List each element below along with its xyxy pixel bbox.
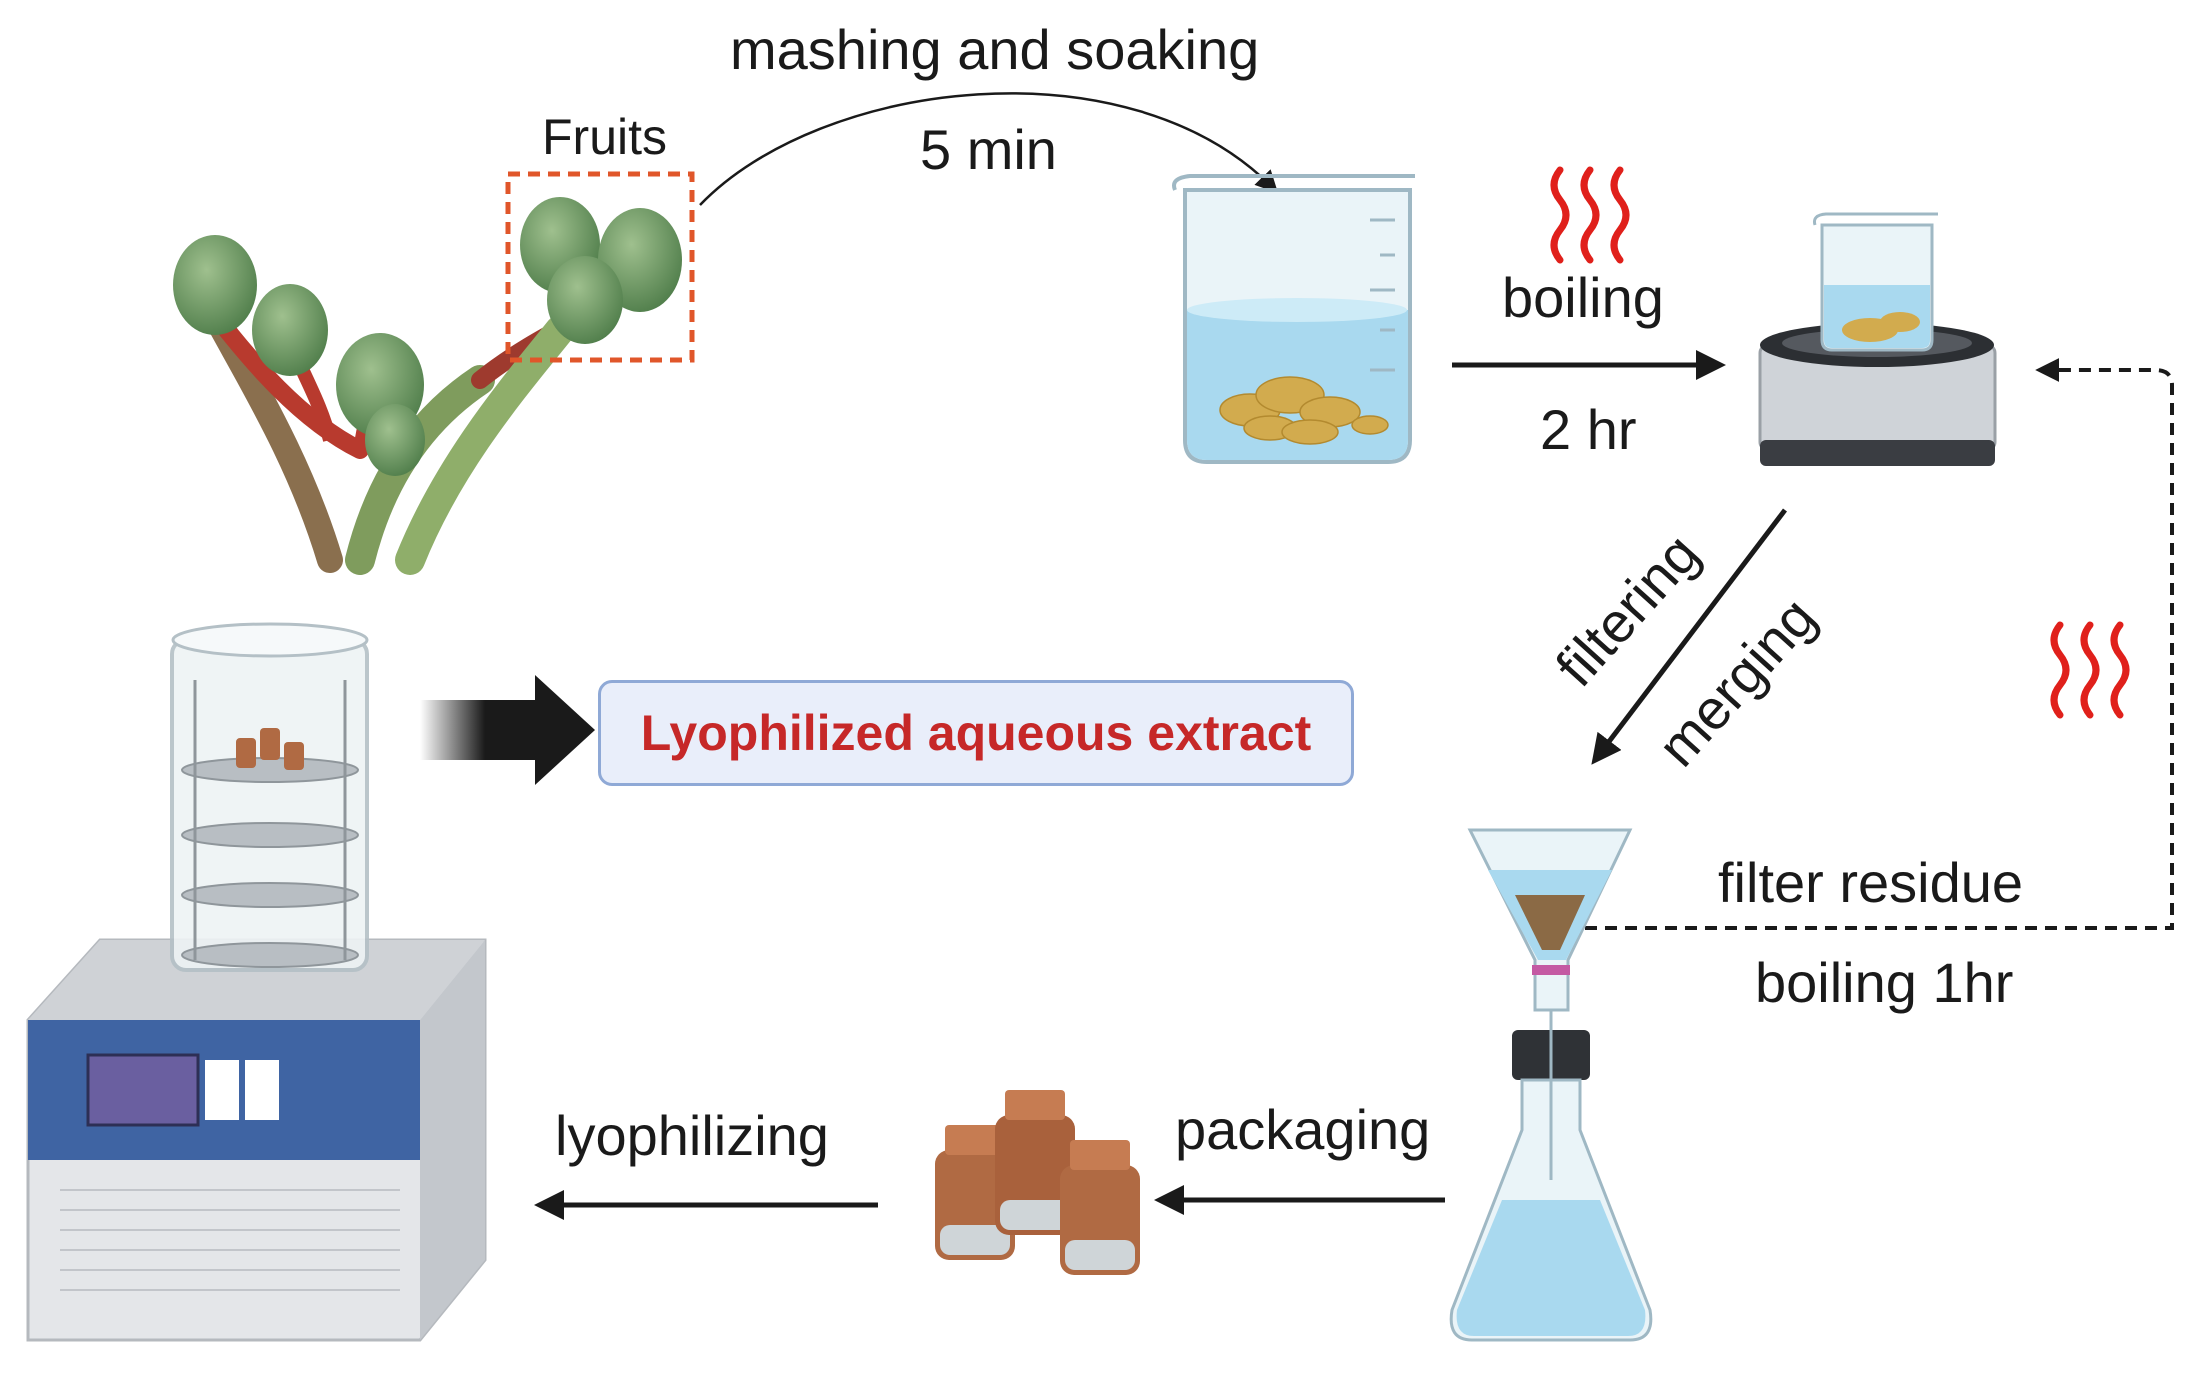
fruit-branch — [173, 197, 682, 575]
label-filter-residue: filter residue — [1718, 851, 2024, 914]
filtering-arrow — [1591, 508, 1787, 765]
result-box: Lyophilized aqueous extract — [598, 680, 1354, 786]
result-arrow — [420, 675, 595, 785]
label-fruits: Fruits — [542, 109, 667, 165]
label-packaging: packaging — [1175, 1098, 1431, 1161]
label-mashing-time: 5 min — [920, 118, 1057, 181]
mashing-arrow — [699, 92, 1279, 206]
label-lyophilizing: lyophilizing — [555, 1104, 829, 1167]
hotplate-icon — [1758, 212, 1997, 466]
beaker-icon — [1172, 174, 1415, 464]
vials-icon — [935, 1090, 1140, 1275]
funnel-flask-icon — [1449, 828, 1653, 1342]
label-mashing: mashing and soaking — [730, 18, 1260, 81]
residue-return-path — [1585, 358, 2174, 930]
heat-icon — [1550, 166, 1630, 264]
label-boiling-1hr: boiling 1hr — [1755, 951, 2014, 1014]
freeze-dryer-icon — [26, 622, 487, 1342]
label-boiling-time: 2 hr — [1540, 398, 1637, 461]
label-boiling: boiling — [1502, 266, 1664, 329]
result-label: Lyophilized aqueous extract — [640, 705, 1312, 761]
fruit-selection-box — [505, 171, 695, 363]
heat-icon-return — [2050, 621, 2130, 719]
